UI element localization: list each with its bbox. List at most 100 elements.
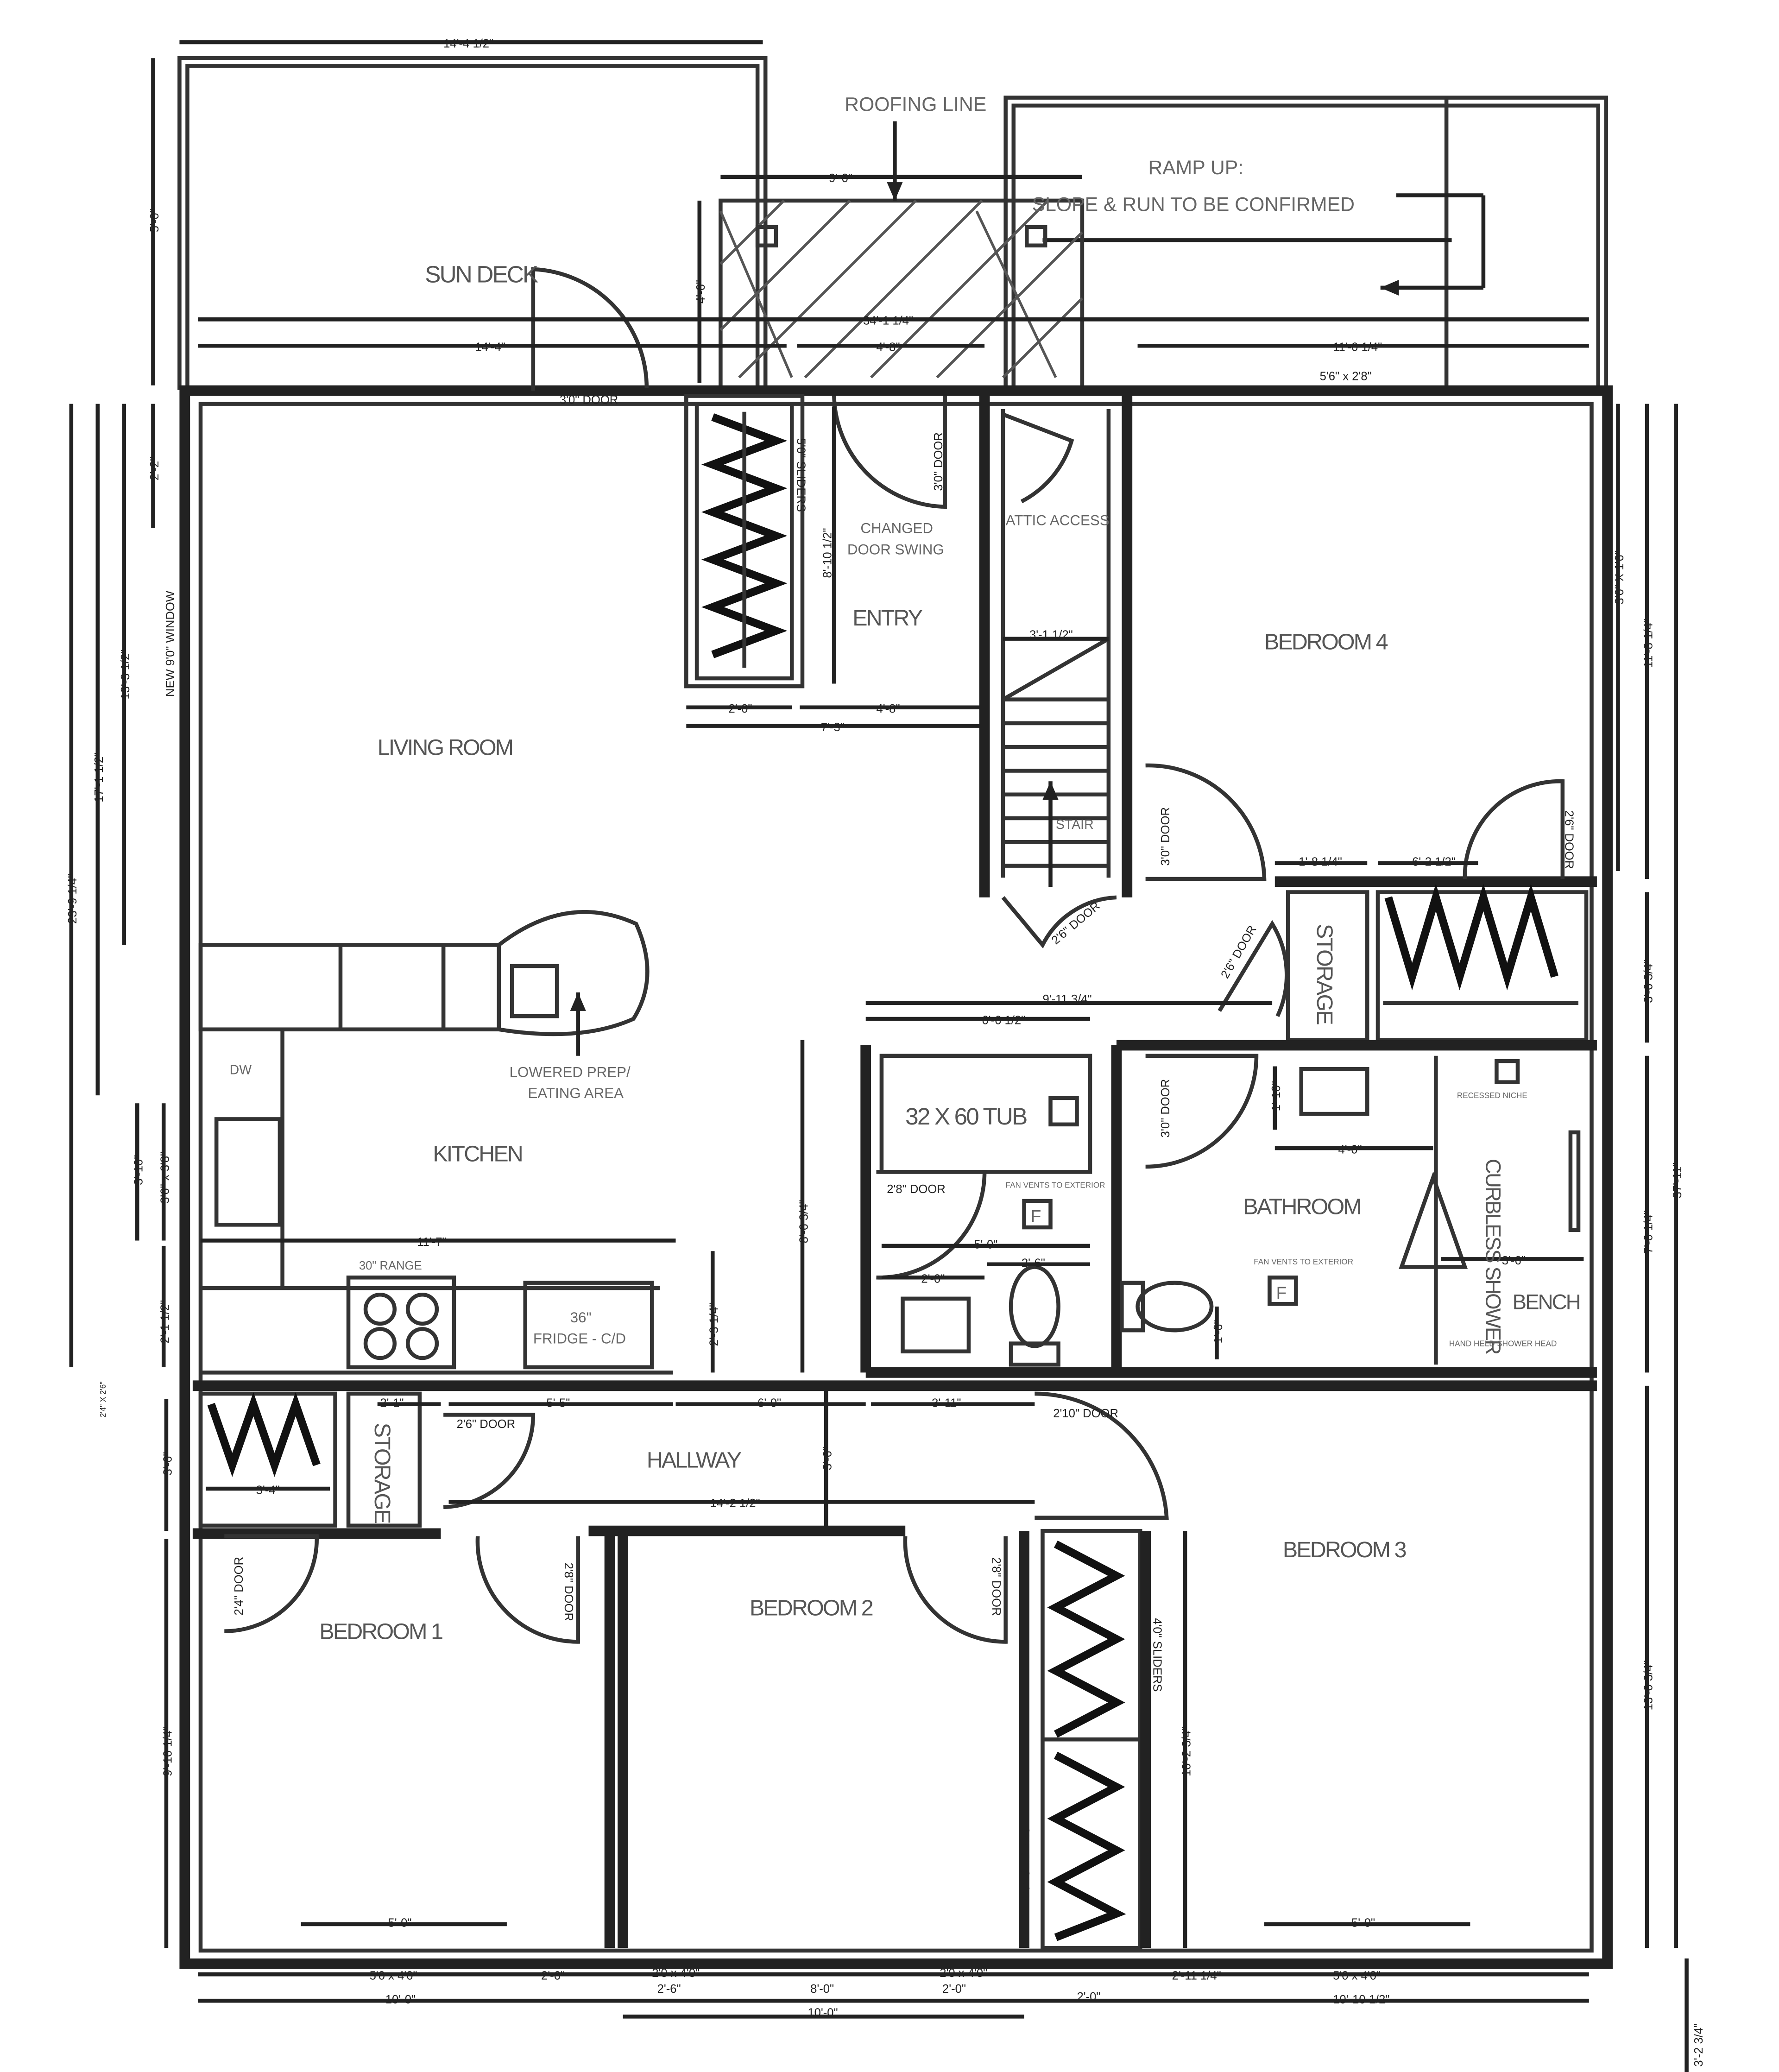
dim-left-23-9: 23'-9 1/4"	[66, 874, 79, 924]
room-label-hallway: HALLWAY	[647, 1447, 742, 1472]
door-label-bedroom-3-hall: 2'10" DOOR	[1053, 1407, 1118, 1420]
room-label-sun-deck: SUN DECK	[425, 261, 538, 288]
room-label-bathroom: BATHROOM	[1243, 1194, 1360, 1219]
dim-hall-2-1: 2'-1"	[380, 1396, 404, 1409]
door-label-entry-sliders: 5'0" SLIDERS	[795, 438, 807, 512]
dim-right-13-0: 13'-0 3/4"	[1642, 1661, 1655, 1711]
recessed-niche-note: RECESSED NICHE	[1457, 1091, 1527, 1100]
sun-deck-outline	[177, 56, 768, 390]
dim-stair-width: 3'-1 1/2"	[1029, 629, 1073, 642]
room-label-bedroom-4: BEDROOM 4	[1264, 629, 1388, 654]
dim-left-13-3: 13'-3 1/2"	[119, 650, 132, 700]
door-label-bedroom-3-sliders-upper: 4'0" SLIDERS	[1151, 1618, 1164, 1692]
dim-bath-3-6: 3'-6"	[1502, 1254, 1526, 1267]
dim-fridge-2-3: 2'-3 1/4"	[708, 1303, 721, 1346]
dim-left-3-6: 3'-6"	[161, 1452, 174, 1475]
ramp-note-line1: RAMP UP:	[1148, 157, 1243, 179]
new-window-note: NEW 9'0" WINDOW	[164, 590, 177, 697]
room-labels: SUN DECK ENTRY LIVING ROOM KITCHEN BEDRO…	[319, 261, 1407, 1644]
dim-bottom-8-0: 8'-0"	[810, 1983, 834, 1996]
dim-bottom-2040-b: 2'0 x 4'0"	[940, 1967, 987, 1980]
fridge-label-2: FRIDGE - C/D	[533, 1331, 626, 1347]
dim-bath-9-11: 9'-11 3/4"	[1042, 993, 1091, 1006]
dim-bath-1-6: 1'-6"	[1212, 1320, 1225, 1344]
interior-walls	[192, 394, 1597, 1950]
door-label-bedroom-4: 3'0" DOOR	[1159, 807, 1172, 865]
door-label-bedroom-2: 2'8" DOOR	[990, 1557, 1003, 1616]
dim-bottom-5040-a: 5'0 x 4'0"	[370, 1970, 417, 1983]
dim-roof-width: 9'-0"	[829, 172, 852, 185]
dim-closet-depth: 8'-10 1/2"	[821, 528, 834, 578]
dim-right-window: 3'0" X 1'6"	[1613, 550, 1626, 604]
door-label-deck: 3'0" DOOR	[560, 394, 618, 407]
dim-left-9-10: 9'-10 1/4"	[161, 1726, 174, 1776]
door-label-bedroom-1: 2'8" DOOR	[562, 1563, 575, 1621]
dim-bottom-2-6b: 2'-6"	[657, 1983, 681, 1996]
door-label-hall-storage: 2'6" DOOR	[457, 1418, 516, 1431]
lowered-prep-note-2: EATING AREA	[528, 1085, 624, 1101]
dim-hall-3-11: 3'-11"	[932, 1396, 961, 1409]
closet-hanger-symbols	[207, 411, 1579, 1941]
dim-right-top: 11'-0 1/4"	[1333, 341, 1382, 354]
room-label-stair: STAIR	[1056, 817, 1094, 832]
dim-kitchen-3-10: 3'-10"	[132, 1155, 145, 1185]
changed-swing-note-2: DOOR SWING	[847, 541, 944, 557]
dim-right-11: 11'-8 1/4"	[1642, 619, 1655, 668]
room-label-living-room: LIVING ROOM	[378, 735, 512, 760]
dim-deck-span: 14'-4"	[475, 341, 505, 354]
door-label-entry: 3'0" DOOR	[932, 432, 945, 491]
door-label-tub: 2'8" DOOR	[887, 1183, 946, 1196]
dim-entry-7-3: 7'-3"	[821, 721, 845, 734]
door-swings	[224, 267, 1565, 1644]
exterior-walls	[179, 385, 1613, 1969]
dim-bath-2-0: 2'-0"	[921, 1273, 945, 1286]
room-label-storage-upper: STORAGE	[1312, 924, 1337, 1024]
roof-overhang	[719, 121, 1085, 390]
dim-bottom-5040-b: 5'0 x 4'0"	[1333, 1970, 1381, 1983]
curbless-shower-label: CURBLESS SHOWER	[1482, 1159, 1505, 1354]
room-label-bedroom-2: BEDROOM 2	[750, 1595, 873, 1620]
dim-left-tiny: 2'4" X 2'6"	[99, 1382, 107, 1418]
changed-swing-note-1: CHANGED	[860, 520, 933, 537]
dim-kitchen-window: 3'6" x 3'8"	[159, 1152, 172, 1204]
annotations: ROOFING LINE RAMP UP: SLOPE & RUN TO BE …	[164, 93, 1581, 1354]
fan-note-2: FAN VENTS TO EXTERIOR	[1254, 1257, 1353, 1266]
dim-hall-14-2: 14'-2 1/2"	[710, 1497, 760, 1510]
dim-right-3-6: 3'-6 3/4"	[1642, 960, 1655, 1003]
dim-bottom-right: 3'-2 3/4"	[1692, 2023, 1705, 2067]
range-label: 30" RANGE	[359, 1259, 422, 1272]
dim-left-17-1: 17'-1 1/2"	[93, 752, 106, 802]
dim-window-5-0-b: 5'-0"	[1351, 1917, 1375, 1930]
dim-deck-depth: 5'-0"	[148, 208, 161, 232]
dimension-labels: 14'-4 1/2" 5'-0" 9'-0" 4'-6" 34'-1 1/4" …	[66, 38, 1705, 2067]
dim-entry-span: 4'-8"	[877, 341, 900, 354]
bench-label: BENCH	[1513, 1290, 1580, 1314]
dim-bedroom-4-window: 5'6" x 2'8"	[1320, 370, 1372, 383]
tub-label: 32 X 60 TUB	[905, 1103, 1027, 1130]
door-label-bedroom-3-sliders-lower: 4'0" SLIDERS	[1019, 1826, 1032, 1900]
shower-head-note: HAND HELD SHOWER HEAD	[1449, 1339, 1557, 1348]
dim-roof-depth: 4'-6"	[694, 280, 707, 303]
dim-bottom-2-0: 2'-0"	[942, 1983, 966, 1996]
dim-left-2-2: 2'-2"	[148, 457, 161, 480]
dim-bedroom-3-10-2: 10'-2 3/4"	[1180, 1726, 1193, 1776]
dim-hall-3-6: 3'-6"	[821, 1447, 834, 1470]
fan-note-1: FAN VENTS TO EXTERIOR	[1006, 1181, 1105, 1190]
door-label-bathroom: 3'0" DOOR	[1159, 1079, 1172, 1137]
dim-bath-6-6: 6'-6 1/2"	[982, 1014, 1025, 1027]
room-label-entry: ENTRY	[852, 606, 923, 631]
roofing-line-note: ROOFING LINE	[845, 93, 986, 115]
dim-bottom-2-11: 2'-11 1/4"	[1172, 1970, 1221, 1983]
dim-hall-5-5: 5'-5"	[546, 1396, 570, 1409]
dim-bedroom-1-closet: 3'-4"	[256, 1484, 280, 1497]
dim-bedroom-4-small-1: 1'-8 1/4"	[1299, 856, 1342, 869]
dim-bath-8-6: 8'-6 3/4"	[797, 1200, 810, 1243]
dim-closet-2: 2'-0"	[728, 702, 752, 715]
dim-bath-1-10: 1'-10"	[1270, 1081, 1283, 1111]
dim-bath-2-6: 2'-6"	[1022, 1257, 1045, 1270]
dim-bottom-10-0-a: 10'-0"	[385, 1993, 416, 2006]
dimension-lines	[69, 40, 1689, 2072]
lowered-prep-note-1: LOWERED PREP/	[510, 1064, 631, 1080]
dim-kitchen-2-1: 2'-1 1/2"	[159, 1300, 172, 1344]
